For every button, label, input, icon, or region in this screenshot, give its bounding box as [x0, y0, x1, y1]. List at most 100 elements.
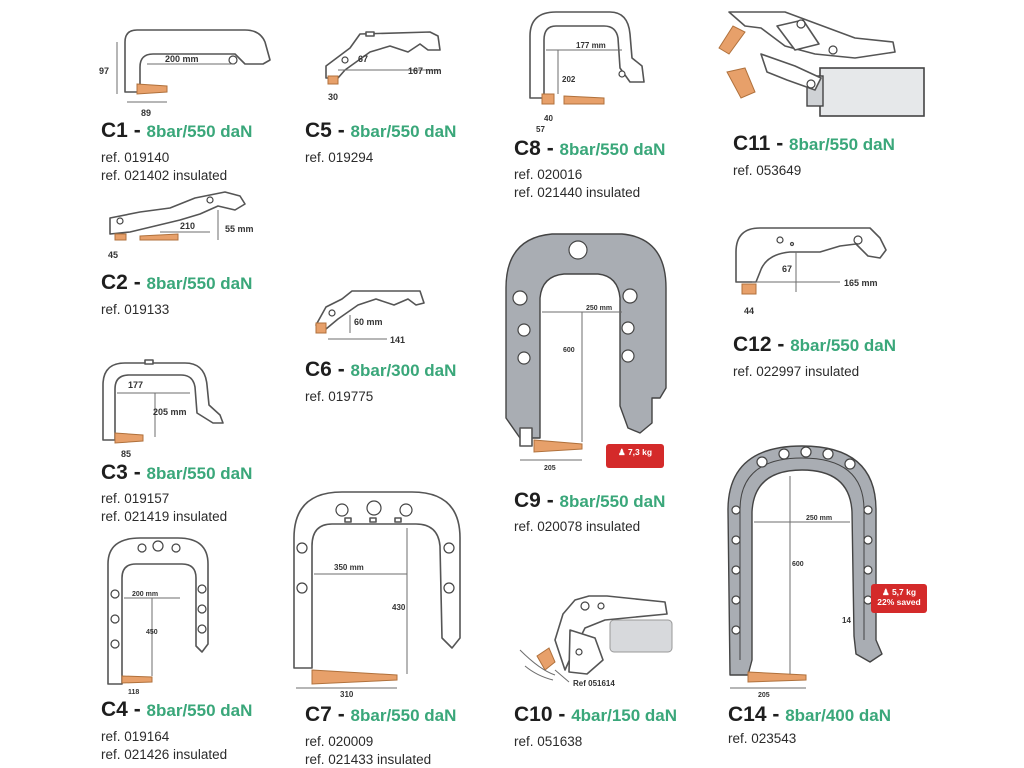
c4-dim-c: 118	[128, 689, 139, 696]
c7-ref-0: ref. 020009	[305, 734, 374, 749]
c10-refs: ref. 051638	[514, 733, 582, 751]
c9-dim-b: 600	[563, 347, 575, 354]
c4-spec: 8bar/550 daN	[146, 701, 253, 720]
c14-dim-c: 205	[758, 692, 770, 699]
c1-ref-0: ref. 019140	[101, 150, 170, 165]
c12-title: C12 - 8bar/550 daN	[733, 334, 896, 355]
c12-code: C12	[733, 333, 772, 356]
c9-refs: ref. 020078 insulated	[514, 518, 640, 536]
c6-title: C6 - 8bar/300 daN	[305, 359, 456, 380]
c8-ref-0: ref. 020016	[514, 167, 583, 182]
c9-code: C9	[514, 489, 541, 512]
c12-dim-b: 165 mm	[844, 278, 878, 288]
c5-dim-c: 30	[328, 92, 338, 102]
c8-spec: 8bar/550 daN	[559, 140, 666, 159]
c4-ref-1: ref. 021426 insulated	[101, 746, 228, 762]
c8-sep: -	[540, 137, 560, 160]
c14-badge-weight: 5,7 kg	[891, 587, 917, 597]
c14-dim-b: 600	[792, 561, 804, 568]
c1-dim-c: 89	[141, 108, 151, 118]
c14-sep: -	[766, 703, 786, 726]
c5-spec: 8bar/550 daN	[350, 122, 457, 141]
c4-drawing: 200 mm 450 118	[100, 534, 220, 696]
c3-ref-1: ref. 021419 insulated	[101, 508, 228, 524]
c8-title: C8 - 8bar/550 daN	[514, 138, 665, 159]
c10-code: C10	[514, 703, 553, 726]
c4-title: C4 - 8bar/550 daN	[101, 699, 252, 720]
c8-dim-b: 202	[562, 75, 576, 84]
c2-dim-b: 55 mm	[225, 224, 254, 234]
c3-dim-a: 177	[128, 380, 143, 390]
c4-dim-b: 450	[146, 629, 158, 636]
c6-dim-b: 141	[390, 335, 405, 345]
c4-sep: -	[127, 698, 147, 721]
c3-sep: -	[127, 461, 147, 484]
c5-dim-b: 167 mm	[408, 66, 442, 76]
c2-refs: ref. 019133	[101, 301, 169, 319]
c11-drawing	[715, 6, 925, 121]
c8-ref-1: ref. 021440 insulated	[514, 184, 641, 200]
c12-ref-0: ref. 022997 insulated	[733, 364, 860, 379]
c5-drawing: 67 167 mm 30	[320, 28, 455, 108]
c8-drawing: 177 mm 202 40 57	[522, 8, 652, 136]
c2-code: C2	[101, 271, 128, 294]
c1-dim-b: 97	[99, 66, 109, 76]
c3-refs: ref. 019157 ref. 021419 insulated	[101, 490, 227, 525]
c14-spec: 8bar/400 daN	[785, 706, 892, 725]
c3-drawing: 177 205 mm 85	[95, 355, 230, 460]
c11-code: C11	[733, 132, 771, 155]
c11-title: C11 - 8bar/550 daN	[733, 133, 895, 154]
c7-spec: 8bar/550 daN	[350, 706, 457, 725]
c3-spec: 8bar/550 daN	[146, 464, 253, 483]
c7-dim-c: 310	[340, 690, 354, 699]
c2-drawing: 210 55 mm 45	[100, 186, 265, 264]
c11-sep: -	[770, 132, 790, 155]
c3-ref-0: ref. 019157	[101, 491, 170, 506]
c4-dim-a: 200 mm	[132, 591, 158, 598]
c4-refs: ref. 019164 ref. 021426 insulated	[101, 728, 227, 763]
c5-sep: -	[331, 119, 351, 142]
weight-person-icon: ♟	[617, 447, 626, 457]
c9-title: C9 - 8bar/550 daN	[514, 490, 665, 511]
c3-title: C3 - 8bar/550 daN	[101, 462, 252, 483]
c10-ref-0: ref. 051638	[514, 734, 583, 749]
c1-spec: 8bar/550 daN	[146, 122, 253, 141]
c9-dim-a: 250 mm	[586, 305, 612, 312]
c14-weight-badge: ♟ 5,7 kg 22% saved	[871, 584, 927, 613]
c4-ref-0: ref. 019164	[101, 729, 170, 744]
c2-title: C2 - 8bar/550 daN	[101, 272, 252, 293]
c5-ref-0: ref. 019294	[305, 150, 374, 165]
c14-badge-saved: 22% saved	[877, 597, 921, 607]
c7-dim-a: 350 mm	[334, 563, 364, 572]
c12-drawing: 67 165 mm 44	[730, 222, 890, 317]
c10-title: C10 - 4bar/150 daN	[514, 704, 677, 725]
c2-spec: 8bar/550 daN	[146, 274, 253, 293]
c5-title: C5 - 8bar/550 daN	[305, 120, 456, 141]
c6-code: C6	[305, 358, 332, 381]
c6-sep: -	[331, 358, 351, 381]
c10-drawing: Ref 051614	[515, 590, 675, 690]
c6-spec: 8bar/300 daN	[350, 361, 457, 380]
c9-ref-0: ref. 020078 insulated	[514, 519, 641, 534]
c1-refs: ref. 019140 ref. 021402 insulated	[101, 149, 227, 184]
c12-spec: 8bar/550 daN	[790, 336, 897, 355]
c8-refs: ref. 020016 ref. 021440 insulated	[514, 166, 640, 201]
c14-drawing: 250 mm 600 205 14	[722, 440, 887, 699]
c9-spec: 8bar/550 daN	[559, 492, 666, 511]
c5-refs: ref. 019294	[305, 149, 373, 167]
c14-refs: ref. 023543	[728, 730, 796, 748]
c9-badge-weight: 7,3 kg	[627, 447, 653, 457]
c1-title: C1 - 8bar/550 daN	[101, 120, 252, 141]
c2-sep: -	[127, 271, 147, 294]
c1-drawing: 200 mm 97 89	[95, 22, 275, 122]
c7-sep: -	[331, 703, 351, 726]
c9-weight-badge: ♟ 7,3 kg	[606, 444, 664, 468]
c14-code: C14	[728, 703, 767, 726]
c12-sep: -	[771, 333, 791, 356]
c1-sep: -	[127, 119, 147, 142]
c1-ref-1: ref. 021402 insulated	[101, 167, 228, 183]
c3-dim-b: 205 mm	[153, 407, 187, 417]
c12-dim-a: 67	[782, 264, 792, 274]
weight-person-icon: ♟	[881, 587, 890, 597]
c9-dim-c: 205	[544, 465, 556, 472]
